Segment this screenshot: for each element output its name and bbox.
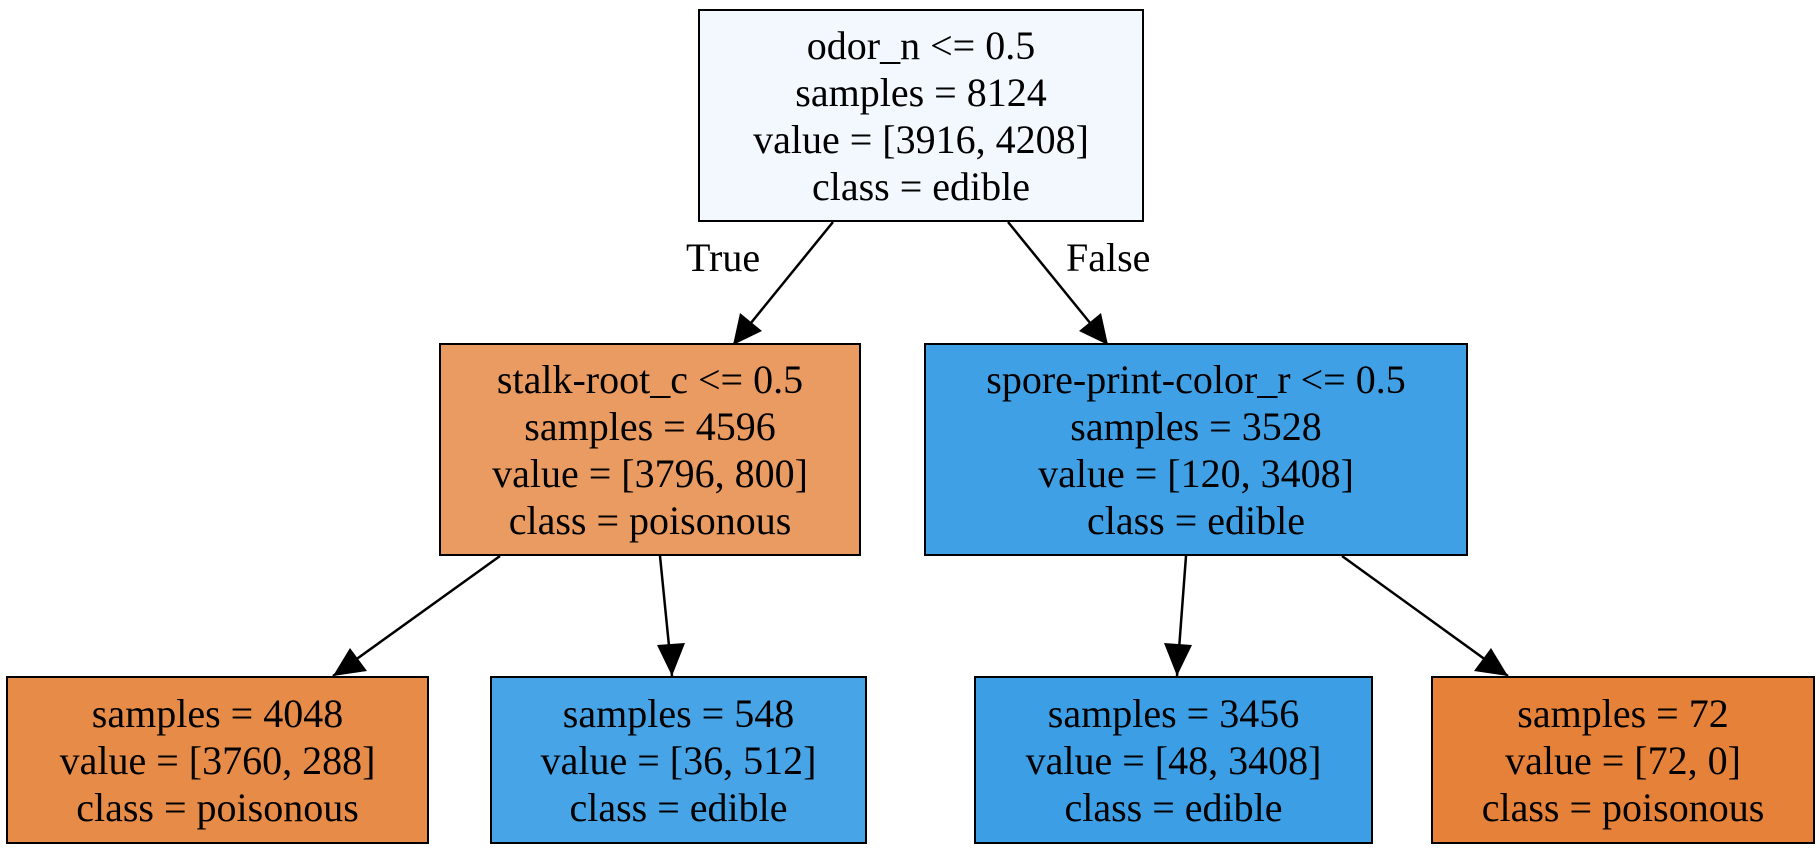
node-text-line: samples = 4596 bbox=[524, 403, 776, 449]
node-text-line: class = edible bbox=[811, 163, 1031, 209]
arrowhead-n0-n1 bbox=[733, 313, 762, 345]
node-text-line: samples = 72 bbox=[1517, 690, 1729, 736]
node-text-line: class = edible bbox=[569, 784, 788, 830]
node-text-line: value = [72, 0] bbox=[1505, 737, 1741, 783]
node-text-line: spore-print-color_r <= 0.5 bbox=[986, 356, 1406, 402]
node-text-line: value = [3760, 288] bbox=[59, 737, 376, 783]
arrowhead-n2-n6 bbox=[1474, 648, 1508, 676]
node-text-line: class = edible bbox=[1064, 784, 1283, 830]
arrowhead-n2-n5 bbox=[1164, 643, 1192, 676]
node-text-line: value = [48, 3408] bbox=[1025, 737, 1322, 783]
arrowhead-n1-n4 bbox=[657, 643, 685, 676]
node-text-line: class = edible bbox=[1086, 497, 1306, 543]
arrowhead-n0-n2 bbox=[1079, 313, 1108, 345]
edge-label-false: False bbox=[1066, 235, 1151, 280]
node-text-line: value = [3796, 800] bbox=[492, 450, 808, 496]
node-text-line: samples = 3456 bbox=[1047, 690, 1300, 736]
node-text-line: stalk-root_c <= 0.5 bbox=[496, 356, 804, 402]
node-text-line: samples = 4048 bbox=[91, 690, 344, 736]
node-text-line: class = poisonous bbox=[1481, 784, 1765, 830]
node-text-line: samples = 548 bbox=[562, 690, 795, 736]
node-text-line: value = [36, 512] bbox=[540, 737, 817, 783]
edge-n2-n6 bbox=[1341, 554, 1509, 678]
edge-label-true: True bbox=[686, 235, 761, 280]
node-text-line: class = poisonous bbox=[76, 784, 359, 830]
node-text-line: samples = 3528 bbox=[1070, 403, 1322, 449]
node-text-line: samples = 8124 bbox=[795, 69, 1047, 115]
node-text-line: value = [3916, 4208] bbox=[753, 116, 1089, 162]
node-text-line: value = [120, 3408] bbox=[1038, 450, 1354, 496]
node-text-line: class = poisonous bbox=[508, 497, 792, 543]
node-text-line: odor_n <= 0.5 bbox=[806, 22, 1036, 68]
arrowhead-n1-n3 bbox=[333, 648, 367, 676]
edge-n1-n3 bbox=[332, 554, 501, 678]
